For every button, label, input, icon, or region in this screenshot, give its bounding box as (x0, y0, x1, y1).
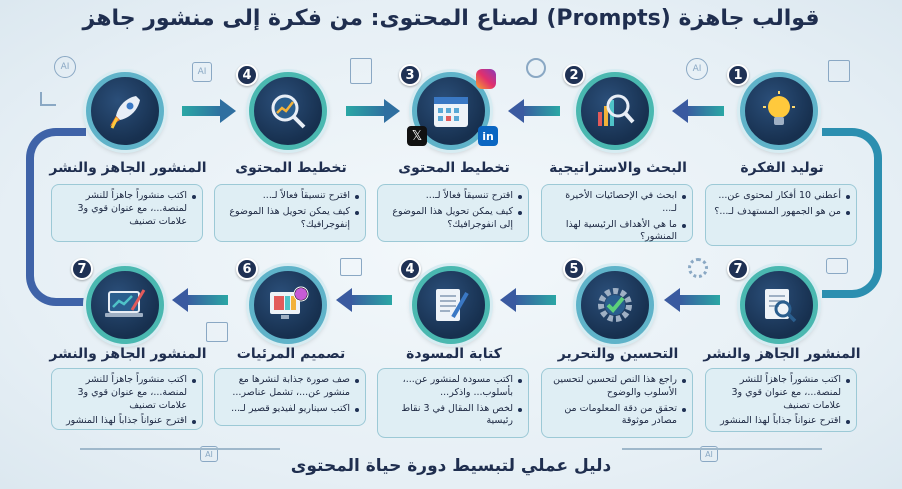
step-prompts-box: اكتب منشوراً جاهزاً للنشر لمنصة...، مع ع… (51, 368, 203, 430)
step-title: توليد الفكرة (740, 160, 824, 176)
target-icon (526, 58, 546, 78)
step-badge: 3 (399, 64, 421, 86)
loop-arrow-right (822, 128, 882, 298)
step-prompts-box: ابحث في الإحصائيات الأخيرة لـ... ما هي ا… (541, 184, 693, 242)
document-pen-icon (436, 289, 469, 321)
step-icon-circle (412, 72, 490, 150)
prompt-item: اقترح عنواناً جذاباً لهذا المنشور (712, 415, 850, 428)
step-badge: 4 (236, 64, 258, 86)
prompt-item: ابحث في الإحصائيات الأخيرة لـ... (548, 190, 686, 216)
step-prompts-box: اكتب منشوراً جاهزاً للنشر لمنصة...، مع ع… (705, 368, 857, 432)
form-icon (206, 322, 228, 342)
step-icon-circle (740, 266, 818, 344)
ai-chip-icon: AI (54, 56, 76, 78)
step-prompts-box: صف صورة جذابة لنشرها مع منشور عن...، تشم… (214, 368, 366, 426)
step-title: المنشور الجاهز والنشر (703, 346, 861, 362)
prompt-item: اقترح تنسيقاً فعالاً لـ... (221, 190, 359, 203)
prompt-item: اكتب منشوراً جاهزاً للنشر لمنصة...، مع ع… (58, 374, 196, 412)
footer-caption: دليل عملي لتبسيط دورة حياة المحتوى (290, 456, 612, 476)
step-prompts-box: راجع هذا النص لتحسين لتحسين الأسلوب والو… (541, 368, 693, 438)
prompt-item: اكتب منشوراً جاهزاً للنشر لمنصة...، مع ع… (58, 190, 196, 228)
step-title: تخطيط المحتوى (398, 160, 510, 176)
flow-arrow (500, 288, 556, 312)
chat-icon (826, 258, 848, 274)
flow-arrow (664, 288, 720, 312)
flow-arrow (336, 288, 392, 312)
step-icon-circle (249, 72, 327, 150)
x-social-icon: 𝕏 (407, 126, 427, 146)
prompt-item: صف صورة جذابة لنشرها مع منشور عن...، تشم… (221, 374, 359, 400)
prompt-item: اكتب منشوراً جاهزاً للنشر لمنصة...، مع ع… (712, 374, 850, 412)
rocket-icon (110, 96, 140, 129)
step-title: البحث والاستراتيجية (549, 160, 687, 176)
prompt-item: راجع هذا النص لتحسين لتحسين الأسلوب والو… (548, 374, 686, 400)
step-prompts-box: اكتب مسودة لمنشور عن...، بأسلوب... واذكر… (377, 368, 529, 438)
step-prompts-box: أعطني 10 أفكار لمحتوى عن... من هو الجمهو… (705, 184, 857, 246)
notes-icon (828, 60, 850, 82)
prompt-item: من هو الجمهور المستهدف لـ...؟ (712, 206, 850, 219)
step-title: المنشور الجاهز والنشر (49, 346, 207, 362)
ai-chip-icon: AI (700, 446, 718, 462)
magnifier-document-icon (765, 289, 797, 323)
id-card-icon (340, 258, 362, 276)
step-title: تصميم المرئيات (236, 346, 346, 362)
prompt-item: لخص هذا المقال في 3 نقاط رئيسية (384, 403, 522, 429)
step-badge: 6 (236, 258, 258, 280)
step-icon-circle (576, 72, 654, 150)
step-icon-circle (86, 72, 164, 150)
calendar-icon (434, 97, 468, 127)
prompt-item: كيف يمكن تحويل هذا الموضوع إلى انفوجرافي… (384, 206, 522, 232)
flow-arrow (508, 99, 560, 123)
lightbulb-icon (763, 91, 795, 125)
page-title: قوالب جاهزة (Prompts) لصناع المحتوى: من … (82, 6, 820, 31)
step-prompts-box: اقترح تنسيقاً فعالاً لـ... كيف يمكن تحوي… (377, 184, 529, 242)
step-badge: 2 (563, 64, 585, 86)
prompt-item: اقترح تنسيقاً فعالاً لـ... (384, 190, 522, 203)
instagram-icon (476, 69, 496, 89)
prompt-item: كيف يمكن تحويل هذا الموضوع إنفوجرافيك؟ (221, 206, 359, 232)
step-icon-circle (576, 266, 654, 344)
prompt-item: اقترح عنواناً جذاباً لهذا المنشور (58, 415, 196, 428)
flow-arrow (346, 99, 400, 123)
palette-monitor-icon (270, 286, 309, 319)
step-title: المنشور الجاهز والنشر (49, 160, 207, 176)
step-title: كتابة المسودة (406, 346, 502, 362)
ai-chip-icon: AI (192, 62, 212, 82)
step-badge: 7 (727, 258, 749, 280)
gear-check-icon (598, 288, 632, 322)
flow-arrow (172, 288, 228, 312)
prompt-item: اكتب سيناريو لفيديو قصير لـ... (221, 403, 359, 416)
step-icon-circle (740, 72, 818, 150)
prompt-item: تحقق من دقة المعلومات من مصادر موثوقة (548, 403, 686, 429)
document-icon (350, 58, 372, 84)
step-icon-circle (249, 266, 327, 344)
flow-arrow (182, 99, 236, 123)
prompt-item: اكتب مسودة لمنشور عن...، بأسلوب... واذكر… (384, 374, 522, 400)
step-icon-circle (412, 266, 490, 344)
laptop-chart-icon (105, 289, 146, 317)
step-badge: 5 (563, 258, 585, 280)
step-badge: 7 (71, 258, 93, 280)
flow-arrow (672, 99, 724, 123)
linkedin-icon: in (478, 126, 498, 146)
step-badge: 4 (399, 258, 421, 280)
step-badge: 1 (727, 64, 749, 86)
prompt-item: ما هي الأهداف الرئيسية لهذا المنشور؟ (548, 219, 686, 245)
loop-arrow-left (26, 128, 86, 306)
footer-divider (80, 448, 280, 450)
step-icon-circle (86, 266, 164, 344)
ai-chip-icon: AI (686, 58, 708, 80)
magnifier-growth-icon (271, 94, 306, 129)
ai-chip-icon: AI (200, 446, 218, 462)
prompt-item: أعطني 10 أفكار لمحتوى عن... (712, 190, 850, 203)
step-prompts-box: اقترح تنسيقاً فعالاً لـ... كيف يمكن تحوي… (214, 184, 366, 242)
step-title: تخطيط المحتوى (235, 160, 347, 176)
bar-chart-icon (40, 92, 56, 106)
step-title: التحسين والتحرير (557, 346, 679, 362)
step-prompts-box: اكتب منشوراً جاهزاً للنشر لمنصة...، مع ع… (51, 184, 203, 242)
footer-divider (622, 448, 822, 450)
magnifier-chart-icon (598, 94, 635, 126)
gear-icon (688, 258, 708, 278)
